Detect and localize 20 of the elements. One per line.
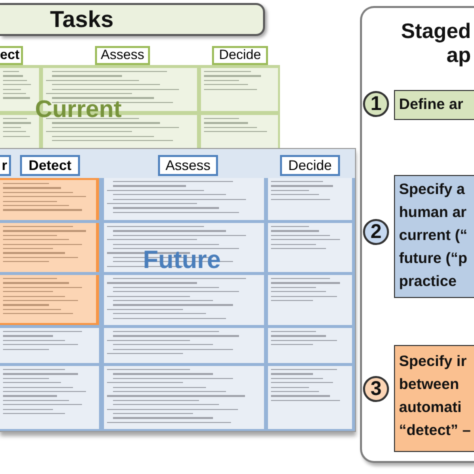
step-number: 1 <box>363 91 389 117</box>
approach-panel <box>360 6 474 463</box>
section-banner: Tasks <box>0 3 265 36</box>
column-header: ect <box>0 46 23 65</box>
column-header: Assess <box>95 46 150 65</box>
table-label: Current <box>35 97 122 124</box>
panel-title: Staged ap <box>400 20 471 68</box>
task-table <box>0 148 356 432</box>
column-header: Assess <box>158 155 218 176</box>
column-header: Detect <box>20 155 80 176</box>
step-number: 3 <box>363 376 389 402</box>
column-header: Decide <box>280 155 340 176</box>
step-description: Define ar <box>394 90 474 120</box>
column-header: r <box>0 155 11 176</box>
step-number: 2 <box>363 219 389 245</box>
step-description: Specify ir between automati “detect” – <box>394 345 474 452</box>
column-header: Decide <box>212 46 268 65</box>
task-table <box>0 65 280 148</box>
step-description: Specify a human ar current (“ future (“p practice <box>394 175 474 298</box>
table-label: Future <box>143 247 221 274</box>
